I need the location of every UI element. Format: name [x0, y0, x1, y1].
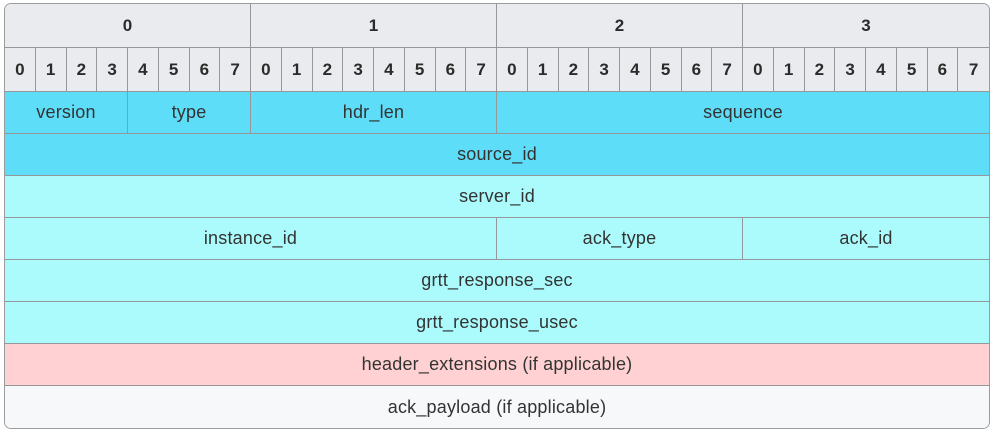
byte-header-cell-byte-1: 1 — [251, 4, 497, 48]
bit-header-cell-25: 1 — [773, 48, 805, 92]
field-cell-hdr-len: hdr_len — [251, 92, 497, 134]
byte-header-cell-byte-2: 2 — [497, 4, 743, 48]
bit-header-cell-27: 3 — [835, 48, 866, 92]
bit-header-cell-3: 3 — [97, 48, 128, 92]
byte-header-cell-byte-3: 3 — [743, 4, 989, 48]
bit-header-cell-29: 5 — [896, 48, 928, 92]
bit-header-cell-16: 0 — [497, 48, 528, 92]
bit-header-cell-21: 5 — [650, 48, 682, 92]
field-cell-sequence: sequence — [497, 92, 989, 134]
bit-header-cell-15: 7 — [466, 48, 497, 92]
field-cell-ack-type: ack_type — [497, 218, 743, 260]
field-cell-instance-id: instance_id — [5, 218, 497, 260]
bit-header-cell-6: 6 — [189, 48, 221, 92]
bit-header-cell-1: 1 — [35, 48, 67, 92]
bit-header-cell-24: 0 — [743, 48, 774, 92]
bit-header-cell-4: 4 — [128, 48, 159, 92]
bit-header-cell-20: 4 — [620, 48, 651, 92]
field-cell-header-extensions: header_extensions (if applicable) — [5, 344, 989, 386]
bit-header-cell-5: 5 — [158, 48, 190, 92]
field-cell-server-id: server_id — [5, 176, 989, 218]
byte-header-cell-byte-0: 0 — [5, 4, 251, 48]
bit-header-cell-0: 0 — [5, 48, 36, 92]
bit-header-cell-12: 4 — [374, 48, 405, 92]
bit-header-cell-14: 6 — [435, 48, 467, 92]
bit-header-cell-17: 1 — [527, 48, 559, 92]
field-cell-grtt-response-usec: grtt_response_usec — [5, 302, 989, 344]
bit-header-cell-26: 2 — [804, 48, 836, 92]
field-cell-grtt-response-sec: grtt_response_sec — [5, 260, 989, 302]
bit-header-cell-28: 4 — [866, 48, 897, 92]
field-cell-version: version — [5, 92, 128, 134]
field-cell-ack-payload: ack_payload (if applicable) — [5, 386, 989, 428]
bit-header-cell-2: 2 — [66, 48, 98, 92]
bit-header-cell-9: 1 — [281, 48, 313, 92]
field-cell-type: type — [128, 92, 251, 134]
bit-header-cell-7: 7 — [220, 48, 251, 92]
bit-header-cell-31: 7 — [958, 48, 989, 92]
bit-header-cell-22: 6 — [681, 48, 713, 92]
bit-header-cell-11: 3 — [343, 48, 374, 92]
field-cell-ack-id: ack_id — [743, 218, 989, 260]
bit-header-cell-10: 2 — [312, 48, 344, 92]
bit-header-cell-23: 7 — [712, 48, 743, 92]
bit-header-cell-30: 6 — [927, 48, 959, 92]
bit-header-cell-13: 5 — [404, 48, 436, 92]
bit-header-cell-18: 2 — [558, 48, 590, 92]
bit-header-cell-8: 0 — [251, 48, 282, 92]
bit-header-cell-19: 3 — [589, 48, 620, 92]
field-cell-source-id: source_id — [5, 134, 989, 176]
